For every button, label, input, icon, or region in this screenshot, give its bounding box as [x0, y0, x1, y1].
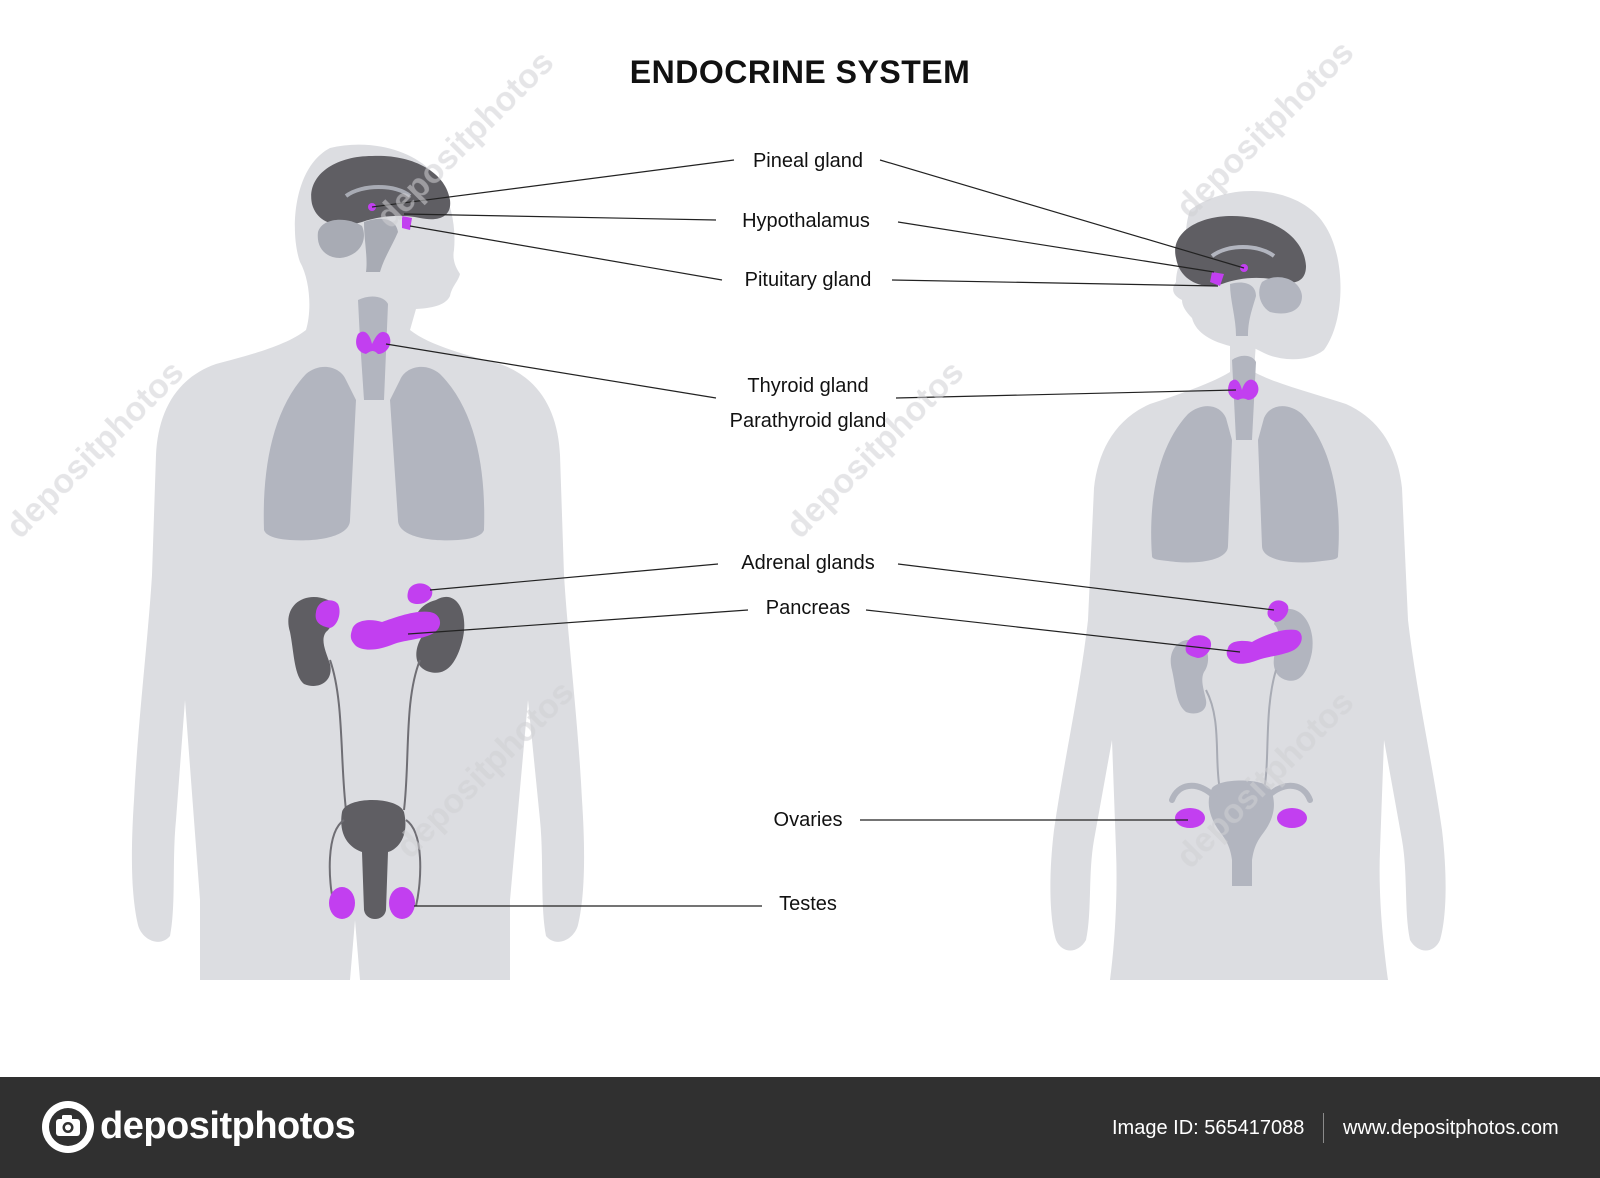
female-uterus — [1208, 780, 1274, 886]
male-left-ureter — [329, 659, 347, 811]
label-hypothalamus: Hypothalamus — [742, 210, 870, 232]
pancreas-line-female — [865, 609, 1241, 653]
female-right-lung — [1258, 406, 1339, 563]
camera-logo-icon — [42, 1101, 94, 1153]
female-cerebrum — [1175, 216, 1306, 286]
label-pituitary-gland: Pituitary gland — [744, 269, 872, 291]
male-right-adrenal-gland — [407, 583, 433, 604]
male-right-ureter — [403, 659, 421, 811]
adrenal-line-male — [429, 563, 719, 591]
male-body-silhouette — [131, 144, 585, 980]
male-airways — [263, 296, 485, 541]
female-right-adrenal-gland — [1267, 600, 1289, 622]
male-brain — [311, 155, 451, 272]
label-pancreas: Pancreas — [765, 597, 851, 619]
pineal-line-male — [371, 159, 735, 208]
male-right-lung — [390, 366, 485, 541]
pancreas-line-male — [407, 609, 749, 635]
label-ovaries: Ovaries — [773, 809, 843, 831]
label-testes: Testes — [779, 893, 837, 915]
female-figure — [1050, 190, 1446, 980]
footer-divider — [1323, 1113, 1324, 1143]
male-left-lung — [263, 366, 356, 541]
male-cerebrum — [311, 155, 451, 225]
leader-lines — [371, 159, 1275, 907]
pituitary-line-female — [891, 279, 1219, 287]
male-left-adrenal-gland — [315, 600, 340, 628]
pineal-line-female — [879, 159, 1245, 269]
brand-logo-text[interactable]: depositphotos — [100, 1105, 356, 1147]
label-thyroid-gland: Thyroid gland — [747, 375, 869, 397]
hypothalamus-line-male — [403, 213, 717, 221]
male-glands — [315, 203, 441, 919]
female-urinary — [1169, 608, 1313, 886]
endocrine-diagram: depositphotos depositphotos depositphoto… — [0, 33, 1446, 980]
footer-bar: depositphotos Image ID: 565417088 www.de… — [0, 1077, 1600, 1178]
female-fallopian-tubes — [1169, 783, 1313, 803]
male-pancreas — [350, 611, 441, 650]
female-cerebellum — [1259, 277, 1302, 314]
female-right-ovary — [1277, 808, 1307, 828]
hypothalamus-line-female — [897, 221, 1215, 273]
adrenal-line-female — [897, 563, 1275, 611]
male-pituitary-gland — [402, 216, 412, 230]
female-left-kidney — [1170, 639, 1209, 714]
female-corpus-callosum — [1210, 245, 1276, 258]
female-left-adrenal-gland — [1185, 635, 1212, 658]
diagram-area: depositphotos depositphotos depositphoto… — [0, 33, 1446, 980]
label-parathyroid-gland: Parathyroid gland — [729, 410, 887, 432]
female-left-ovary — [1175, 808, 1205, 828]
female-brainstem — [1230, 282, 1256, 336]
female-pancreas — [1226, 629, 1302, 664]
female-pituitary-gland — [1210, 272, 1224, 286]
site-url-link[interactable]: www.depositphotos.com — [1343, 1117, 1559, 1139]
male-figure — [131, 144, 585, 980]
label-pineal-gland: Pineal gland — [752, 150, 864, 172]
male-brainstem — [364, 218, 398, 272]
male-thyroid-gland — [356, 331, 391, 354]
male-left-testis — [329, 887, 355, 919]
thyroid-line-male — [385, 343, 717, 399]
female-airways — [1151, 355, 1339, 563]
male-cerebellum — [317, 219, 364, 258]
female-thyroid-gland — [1228, 379, 1259, 400]
image-id-text: Image ID: 565417088 — [1112, 1117, 1305, 1139]
male-corpus-callosum — [344, 185, 412, 198]
diagram-title: ENDOCRINE SYSTEM — [629, 54, 971, 90]
thyroid-line-female — [895, 389, 1237, 399]
male-right-testis — [389, 887, 415, 919]
pituitary-line-male — [409, 225, 723, 281]
female-ureters — [1205, 669, 1277, 791]
female-brain — [1175, 216, 1306, 336]
female-left-lung — [1151, 406, 1232, 563]
female-glands — [1175, 264, 1307, 828]
label-adrenal-glands: Adrenal glands — [741, 552, 875, 574]
male-bladder — [341, 800, 406, 919]
